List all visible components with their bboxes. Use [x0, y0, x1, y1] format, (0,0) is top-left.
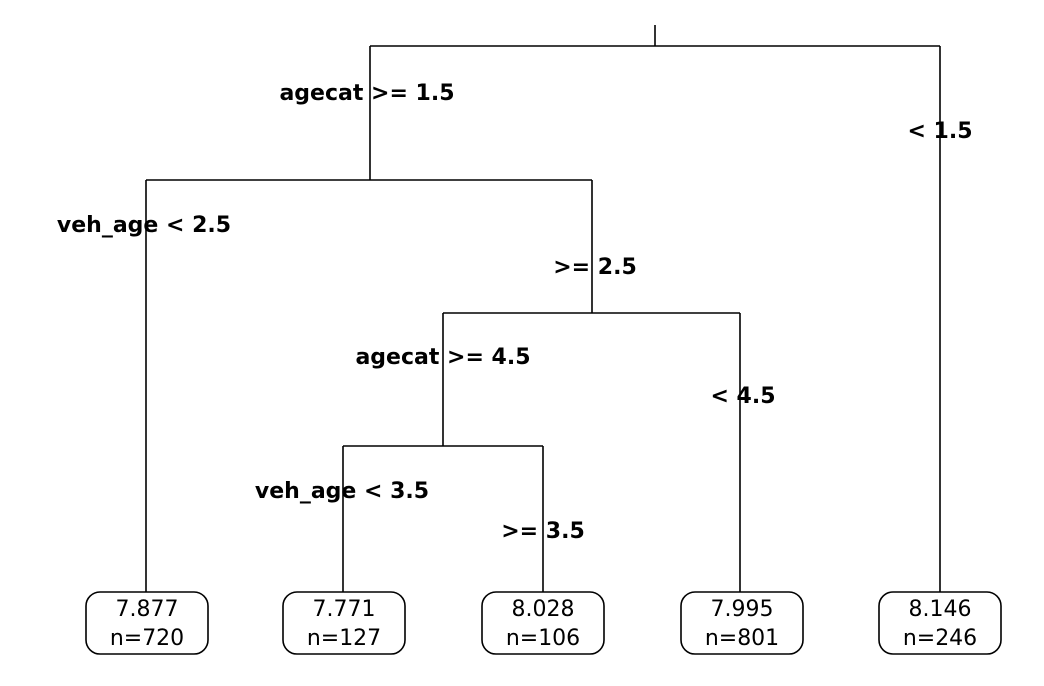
leaf-value: 7.995 [711, 597, 774, 622]
leaf-value: 7.877 [116, 597, 179, 622]
leaf-node: 8.028 n=106 [481, 591, 605, 655]
split-label-veh-age-lt-2.5: veh_age < 2.5 [57, 213, 231, 238]
split-label-agecat-ge-1.5: agecat >= 1.5 [279, 81, 454, 106]
leaf-count: n=127 [307, 626, 381, 651]
leaf-value: 8.146 [909, 597, 972, 622]
leaf-node: 7.877 n=720 [85, 591, 209, 655]
leaf-value: 7.771 [313, 597, 376, 622]
leaf-box [85, 591, 209, 655]
split-label-agecat-ge-4.5: agecat >= 4.5 [355, 345, 530, 370]
split-label-lt-4.5: < 4.5 [710, 384, 775, 409]
split-label-veh-age-lt-3.5: veh_age < 3.5 [255, 479, 429, 504]
leaf-count: n=246 [903, 626, 977, 651]
leaf-value: 8.028 [512, 597, 575, 622]
split-label-ge-3.5: >= 3.5 [501, 519, 585, 544]
leaf-box [481, 591, 605, 655]
split-label-lt-1.5: < 1.5 [907, 119, 972, 144]
leaf-count: n=720 [110, 626, 184, 651]
leaf-box [680, 591, 804, 655]
leaf-node: 7.995 n=801 [680, 591, 804, 655]
split-label-ge-2.5: >= 2.5 [553, 255, 637, 280]
leaf-node: 7.771 n=127 [282, 591, 406, 655]
leaf-node: 8.146 n=246 [878, 591, 1002, 655]
leaf-count: n=106 [506, 626, 580, 651]
leaf-count: n=801 [705, 626, 779, 651]
leaf-box [282, 591, 406, 655]
leaf-box [878, 591, 1002, 655]
